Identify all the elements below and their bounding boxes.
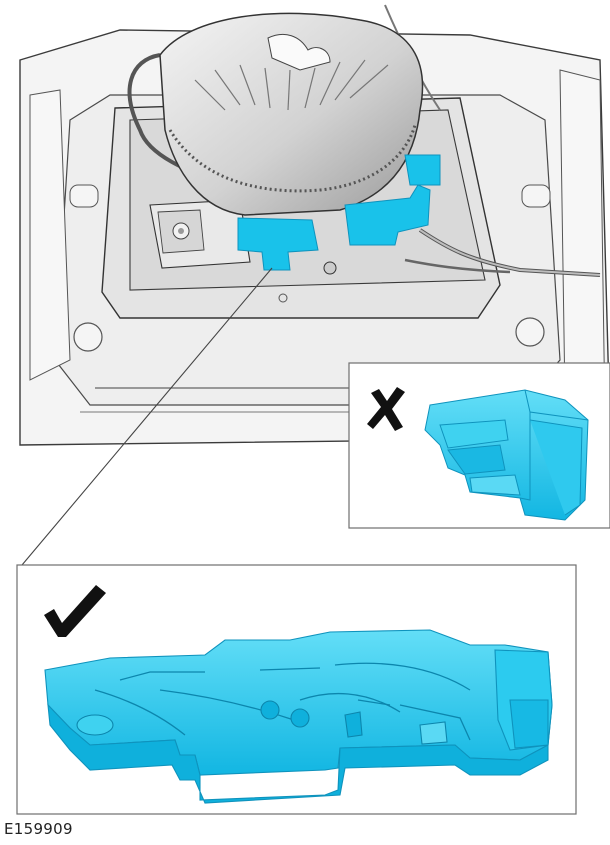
leader-line — [21, 267, 273, 566]
foam-insert-incorrect — [424, 389, 589, 521]
correct-check-icon — [44, 585, 106, 637]
correct-detail-panel — [16, 564, 577, 815]
mounting-boss — [73, 322, 103, 352]
foam-insert-correct — [44, 629, 553, 804]
mounting-boss — [515, 317, 545, 347]
incorrect-detail-panel — [348, 362, 610, 529]
incorrect-cross-icon — [367, 387, 405, 431]
spare-tyre — [159, 12, 424, 216]
electrical-module — [149, 199, 251, 269]
figure-code: E159909 — [4, 820, 73, 838]
foam-insert-installed — [237, 154, 441, 271]
vehicle-floor-view — [19, 4, 610, 446]
